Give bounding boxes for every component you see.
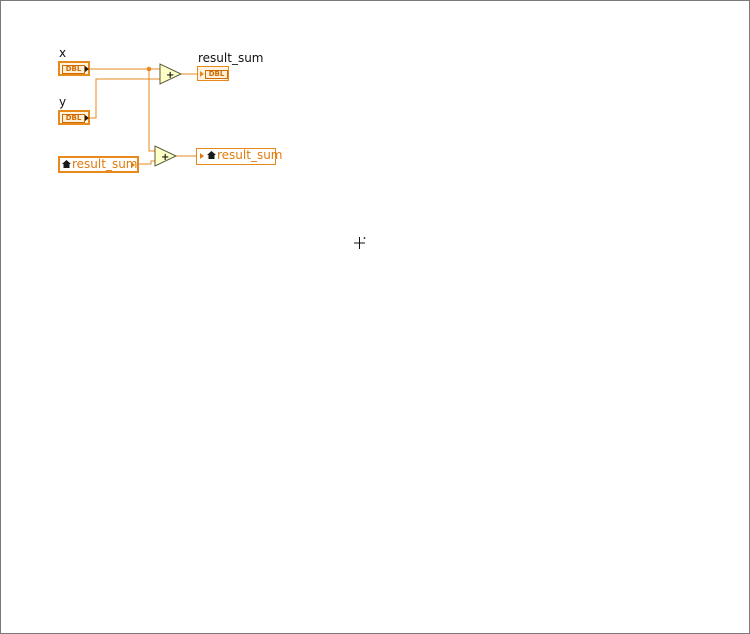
house-icon — [207, 150, 216, 159]
wire-localvar-to-add2[interactable] — [138, 160, 156, 165]
local-variable-name: result_sum — [217, 148, 283, 162]
control-label-y: y — [59, 95, 67, 109]
add-node-1[interactable]: + — [159, 63, 183, 85]
local-variable-name: result_sum — [72, 157, 138, 171]
wire-y-to-add1[interactable] — [90, 78, 161, 119]
add-node-2[interactable]: + — [154, 145, 178, 167]
dbl-type-badge: DBL — [62, 114, 85, 123]
control-label-x: x — [59, 46, 67, 60]
local-variable-read-result-sum[interactable]: result_sum — [58, 156, 139, 173]
control-terminal-x[interactable]: DBL — [58, 61, 90, 76]
dbl-type-badge: DBL — [62, 65, 85, 74]
indicator-terminal-result-sum[interactable]: DBL — [197, 66, 229, 81]
add-symbol: + — [161, 152, 169, 163]
output-arrow-icon — [85, 66, 89, 72]
local-variable-write-result-sum[interactable]: result_sum — [196, 148, 283, 165]
dbl-type-badge: DBL — [205, 70, 228, 79]
crosshair-cursor-icon — [354, 237, 366, 249]
add-symbol: + — [166, 70, 174, 81]
output-arrow-icon — [131, 162, 135, 168]
indicator-label-result-sum: result_sum — [198, 51, 264, 65]
input-arrow-icon — [200, 71, 204, 77]
wire-x-to-add2[interactable] — [148, 69, 156, 152]
input-arrow-icon — [200, 153, 204, 159]
house-icon — [62, 159, 71, 168]
output-arrow-icon — [85, 115, 89, 121]
control-terminal-y[interactable]: DBL — [58, 110, 90, 125]
